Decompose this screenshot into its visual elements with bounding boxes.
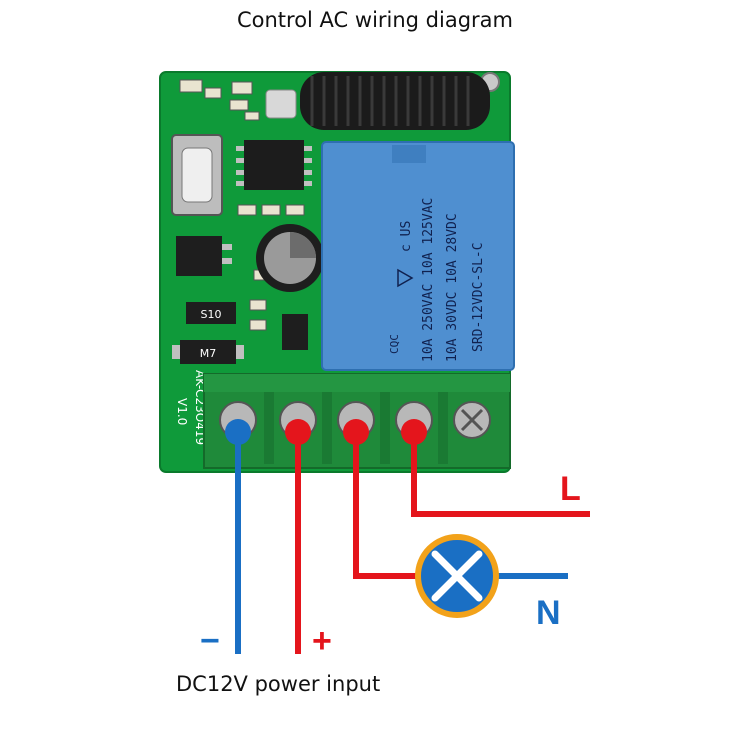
- ic-chip: [236, 140, 312, 190]
- electrolytic-capacitor: [256, 224, 324, 292]
- smd-components: [179, 79, 305, 331]
- relay-brand: CQC: [388, 334, 401, 354]
- label-plus: +: [312, 622, 332, 660]
- power-input-label: DC12V power input: [176, 672, 381, 696]
- label-minus: −: [200, 622, 220, 660]
- terminal-screw-5: [453, 401, 491, 439]
- pair-button: [171, 134, 223, 216]
- crystal: [265, 89, 297, 119]
- relay-rating-ac: 10A 250VAC 10A 125VAC: [421, 198, 436, 362]
- terminal-dot-com: [343, 419, 369, 445]
- wires: [235, 432, 590, 654]
- diagram-title: Control AC wiring diagram: [236, 8, 514, 32]
- board-version: V1.0: [175, 398, 189, 425]
- terminal-dots: [225, 419, 427, 445]
- diode: [282, 314, 308, 350]
- lamp-icon: [415, 534, 499, 618]
- label-live: L: [560, 470, 581, 508]
- relay: SRD-12VDC-SL-C 10A 250VAC 10A 125VAC 10A…: [321, 141, 515, 371]
- antenna-coil: [300, 72, 490, 130]
- relay-warning-icon: [397, 268, 414, 288]
- terminal-dot-plus: [285, 419, 311, 445]
- component-s10: S10: [186, 302, 236, 324]
- svg-text:S10: S10: [201, 308, 222, 321]
- terminal-dot-no: [401, 419, 427, 445]
- voltage-regulator: [176, 236, 232, 276]
- relay-part-number: SRD-12VDC-SL-C: [471, 242, 486, 352]
- wire-to-lamp: [353, 432, 420, 579]
- relay-rating-dc: 10A 30VDC 10A 28VDC: [445, 213, 460, 362]
- label-neutral: N: [536, 594, 561, 632]
- component-m7: M7: [172, 340, 244, 364]
- relay-cert-marks: c US: [399, 221, 414, 252]
- wire-live: [411, 432, 590, 517]
- terminal-dot-minus: [225, 419, 251, 445]
- svg-text:M7: M7: [200, 347, 217, 360]
